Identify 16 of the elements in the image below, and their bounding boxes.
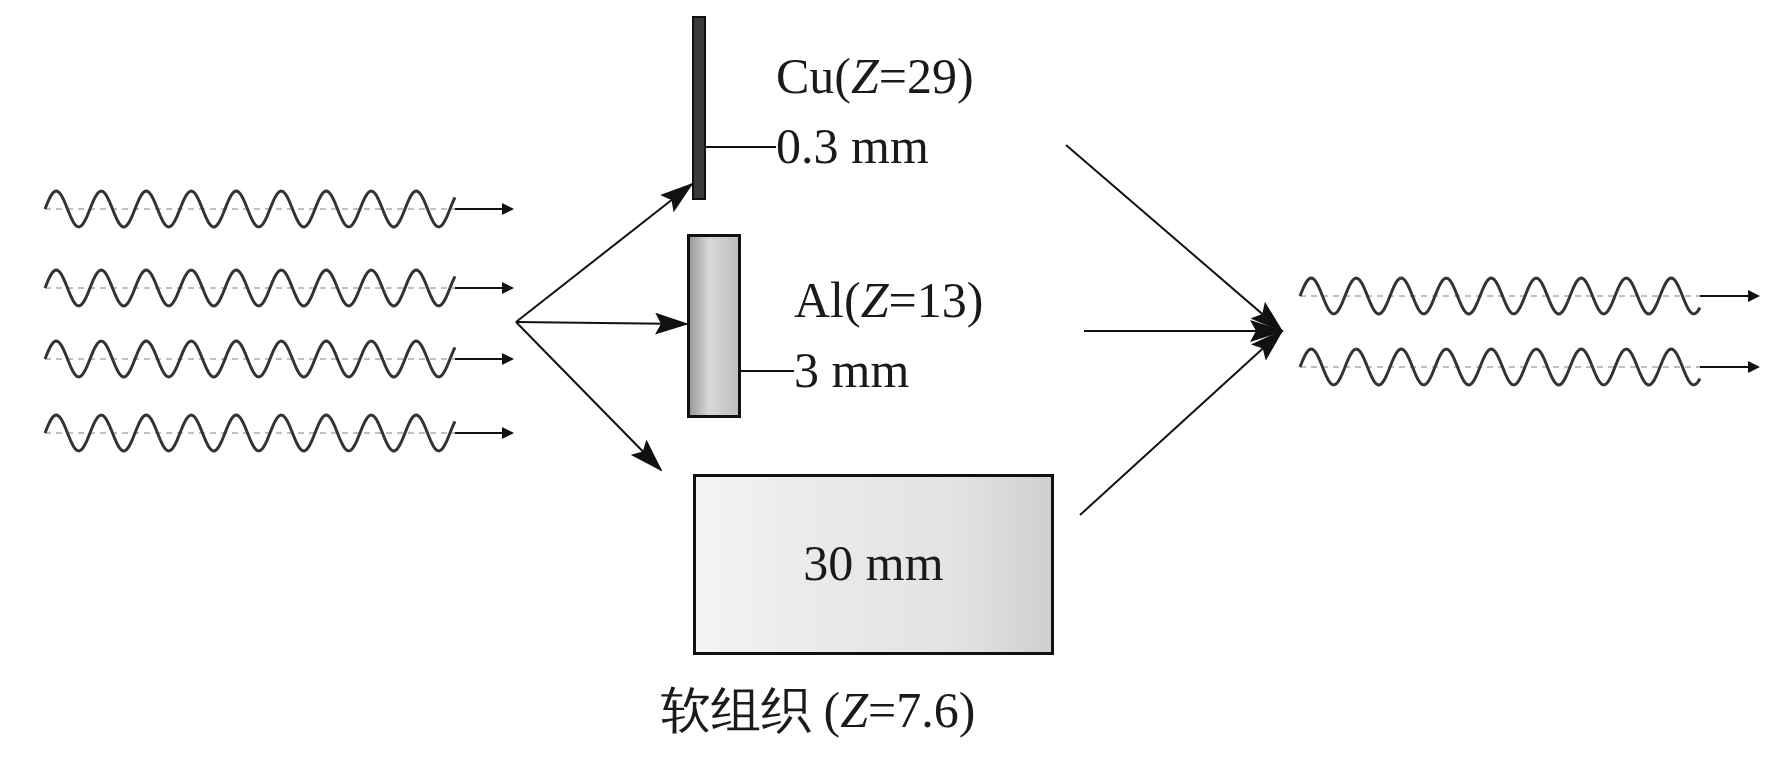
arrow: [1065, 144, 1284, 333]
arrow: [1083, 320, 1284, 342]
thickness-label: 30 mm: [803, 535, 944, 591]
material-label: Cu(Z=29): [776, 48, 974, 104]
material-label: 软组织 (Z=7.6): [661, 682, 976, 738]
arrow: [515, 321, 663, 472]
metal-plate: [687, 234, 741, 418]
arrow: [515, 312, 689, 335]
material-label: Al(Z=13): [794, 272, 984, 328]
arrow: [1079, 329, 1284, 516]
thickness-label: 0.3 mm: [776, 118, 929, 174]
thickness-label: 3 mm: [794, 342, 910, 398]
leader-line: [705, 146, 777, 148]
arrow: [515, 182, 694, 323]
leader-line: [740, 370, 795, 372]
metal-plate: [692, 16, 706, 200]
